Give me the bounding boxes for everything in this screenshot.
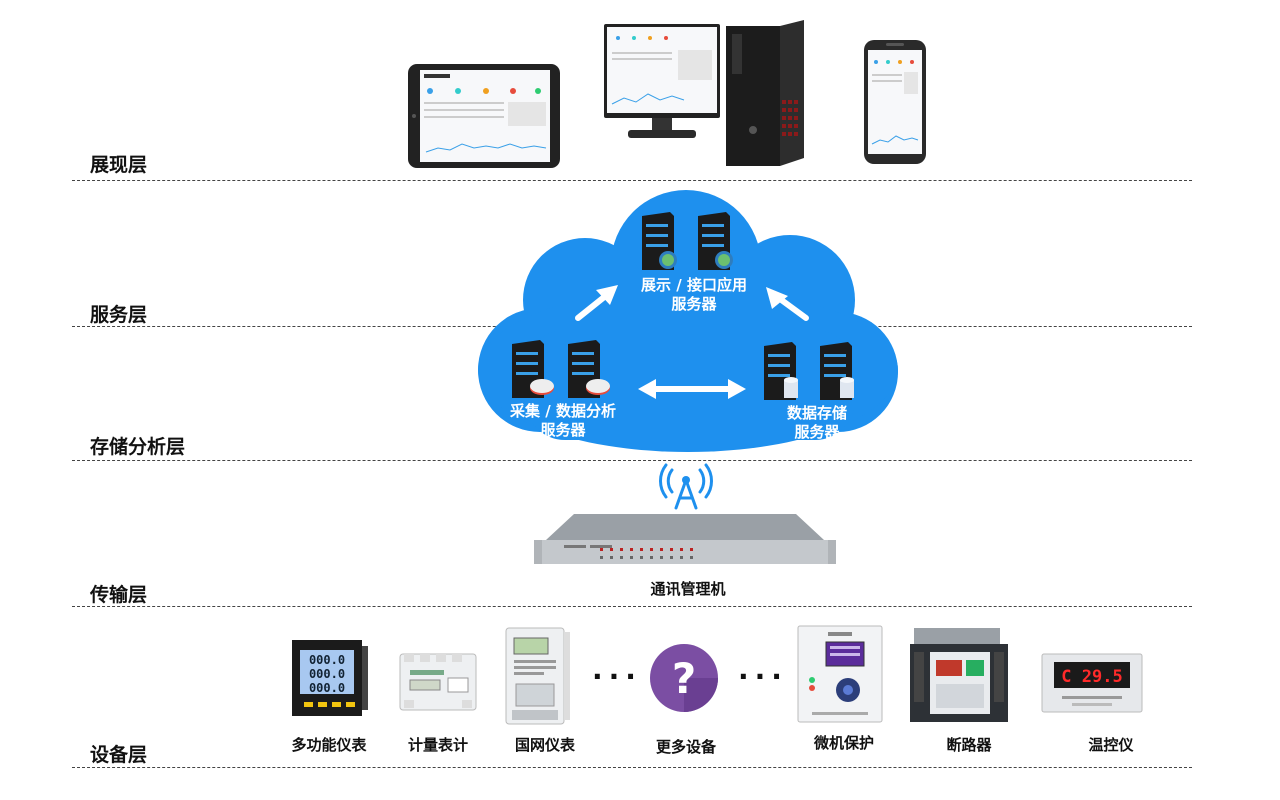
multi-meter-digits-3: 000.0 (309, 681, 345, 695)
more-devices-label: 更多设备 (655, 738, 717, 756)
collect-server-icon (512, 340, 610, 398)
storage-server-label-line2: 服务器 (794, 423, 840, 441)
tablet-icon (408, 64, 560, 168)
multi-meter-icon: 000.0 000.0 000.0 (292, 640, 368, 716)
comm-manager-device-icon (534, 514, 836, 564)
desktop-tower-icon (726, 20, 804, 166)
ellipsis-right: ··· (738, 660, 788, 693)
antenna-icon (659, 463, 713, 510)
micro-protection-label: 微机保护 (813, 734, 875, 752)
interface-server-label: 展示 / 接口应用 服务器 (641, 276, 747, 314)
svg-text:?: ? (672, 654, 696, 703)
collect-server-label: 采集 / 数据分析 服务器 (510, 402, 616, 440)
layer-label-transport: 传输层 (90, 584, 148, 606)
breaker-icon (910, 628, 1008, 722)
interface-server-label-line2: 服务器 (671, 295, 717, 313)
temp-display-value: C 29.5 (1061, 667, 1122, 687)
interface-server-label-line1: 展示 / 接口应用 (641, 276, 747, 294)
storage-server-label: 数据存储 服务器 (787, 404, 847, 442)
grid-meter-icon (505, 627, 570, 725)
collect-server-label-line1: 采集 / 数据分析 (510, 402, 616, 420)
multi-meter-label: 多功能仪表 (291, 736, 367, 754)
temp-controller-label: 温控仪 (1088, 736, 1134, 754)
grid-meter-label: 国网仪表 (514, 736, 576, 754)
layer-label-display: 展现层 (90, 154, 148, 176)
layer-label-service: 服务层 (90, 304, 148, 326)
metering-meter-label: 计量表计 (407, 736, 469, 754)
interface-server-icon (642, 212, 733, 270)
metering-meter-icon (399, 653, 477, 711)
breaker-label: 断路器 (946, 736, 992, 754)
phone-icon (864, 40, 926, 164)
collect-server-label-line2: 服务器 (540, 421, 586, 439)
storage-server-icon (764, 342, 854, 400)
multi-meter-digits-1: 000.0 (309, 653, 345, 667)
storage-server-label-line1: 数据存储 (786, 404, 848, 422)
monitor-icon (604, 24, 720, 138)
multi-meter-digits-2: 000.0 (309, 667, 345, 681)
divider-transport (72, 606, 1192, 607)
layer-label-device: 设备层 (90, 744, 148, 766)
layer-label-storage: 存储分析层 (90, 436, 186, 458)
question-icon: ? (650, 644, 718, 712)
divider-device (72, 767, 1192, 768)
ellipsis-left: ··· (592, 660, 642, 693)
temp-controller-icon: C 29.5 (1041, 653, 1143, 713)
micro-protection-icon (797, 625, 883, 723)
divider-display (72, 180, 1192, 181)
divider-storage (72, 460, 1192, 461)
comm-manager-label: 通讯管理机 (650, 580, 726, 598)
